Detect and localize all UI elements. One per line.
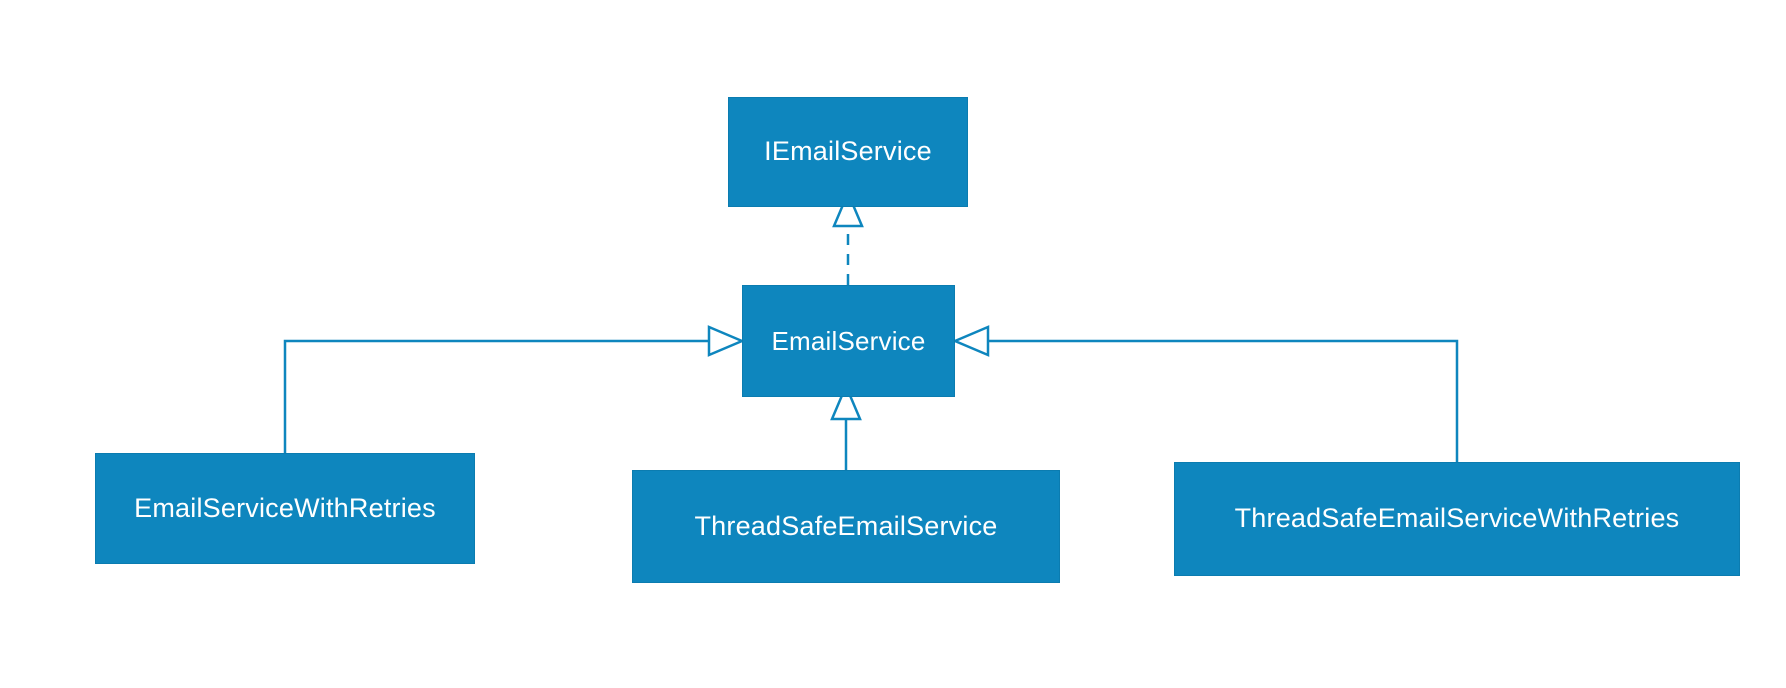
class-node-emailservicewithretries[interactable]: EmailServiceWithRetries	[95, 453, 475, 564]
hollow-triangle-arrowhead-up	[832, 189, 864, 228]
class-node-threadsafeemailservicewithretries[interactable]: ThreadSafeEmailServiceWithRetries	[1174, 462, 1740, 576]
class-node-threadsafeemailservice[interactable]: ThreadSafeEmailService	[632, 470, 1060, 583]
edge-realization-emailservice-iemailservice[interactable]	[832, 189, 864, 285]
class-node-label: IEmailService	[764, 136, 932, 167]
edge-generalization-threadsafeemailservicewithretries-emailservice[interactable]	[951, 325, 1459, 462]
hollow-triangle-arrowhead-left	[951, 325, 990, 357]
hollow-triangle-arrowhead-right	[707, 325, 746, 357]
class-node-iemailservice[interactable]: IEmailService	[728, 97, 968, 207]
class-node-label: ThreadSafeEmailServiceWithRetries	[1234, 503, 1680, 534]
edge-generalization-emailservicewithretries-emailservice[interactable]	[283, 325, 746, 453]
hollow-triangle-arrowhead-up	[830, 382, 862, 421]
class-node-label: ThreadSafeEmailService	[694, 510, 998, 541]
class-node-emailservice[interactable]: EmailService	[742, 285, 955, 397]
class-node-label: EmailServiceWithRetries	[134, 492, 436, 523]
generalization-elbow-line	[988, 339, 1459, 462]
class-node-label: EmailService	[771, 325, 926, 356]
generalization-elbow-line	[283, 339, 709, 453]
edge-generalization-threadsafeemailservice-emailservice[interactable]	[830, 382, 862, 470]
